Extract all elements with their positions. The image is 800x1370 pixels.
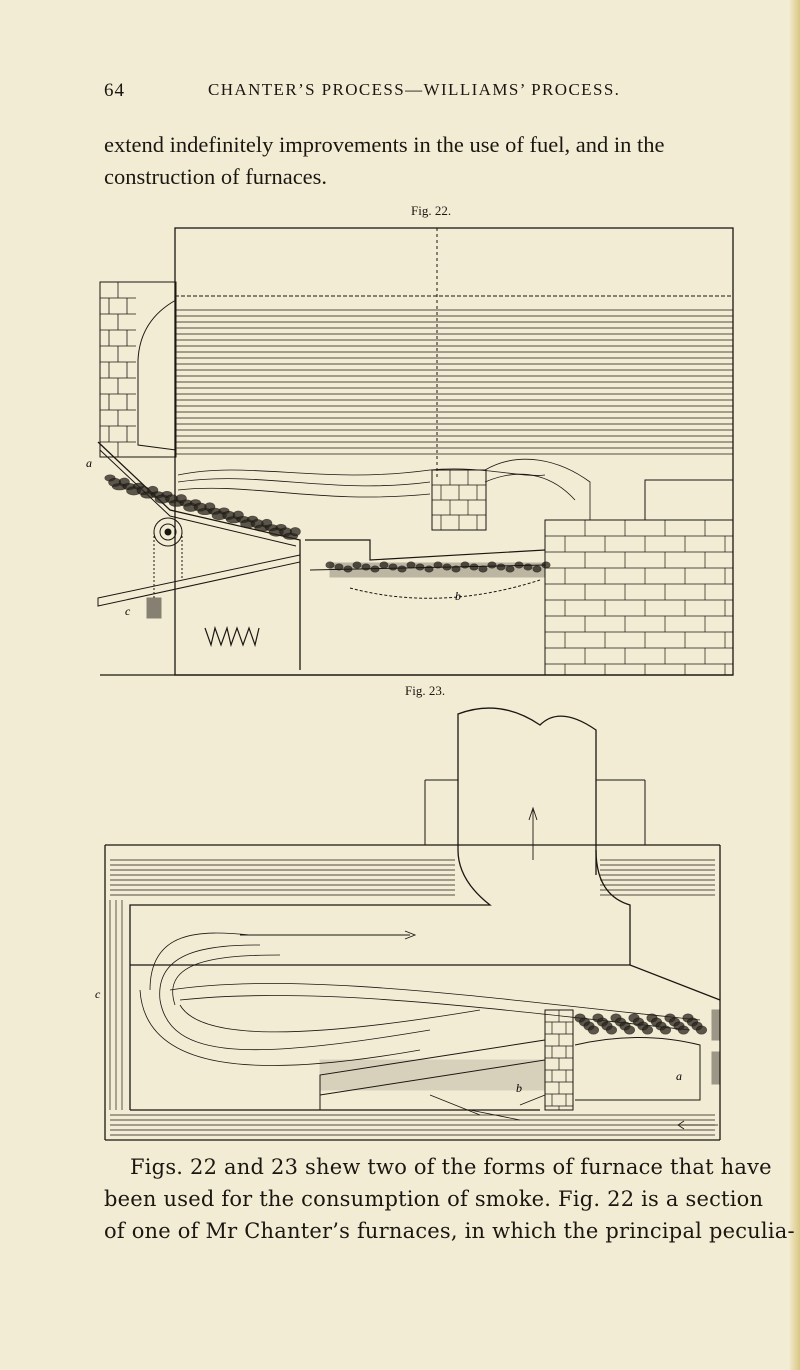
running-header: 64 Chanter’s process—Williams’ process. <box>104 80 724 110</box>
fig23-illustration: c b a <box>95 707 721 1141</box>
fig22-letter-c: c <box>125 604 131 618</box>
caption-line-2: been used for the consumption of smoke. … <box>104 1187 764 1211</box>
caption-line-3: of one of Mr Chanter’s furnaces, in whic… <box>104 1219 795 1243</box>
fig23-label: Fig. 23. <box>405 683 446 698</box>
intro-line-1: extend indefinitely improvements in the … <box>104 132 665 157</box>
fig22-illustration: a b c <box>86 227 734 676</box>
page-number: 64 <box>104 80 125 101</box>
fig23-letter-a: a <box>676 1069 682 1083</box>
fig22-letter-b: b <box>455 589 461 603</box>
caption-line-1: Figs. 22 and 23 shew two of the forms of… <box>130 1155 772 1179</box>
intro-line-2: construction of furnaces. <box>104 164 328 189</box>
running-head: Chanter’s process—Williams’ process. <box>208 80 621 99</box>
fig22-letter-a: a <box>86 456 92 470</box>
page-edge <box>790 0 800 1370</box>
fig23-letter-b: b <box>516 1081 522 1095</box>
fig22-label: Fig. 22. <box>411 203 452 218</box>
fig23-letter-c: c <box>95 987 101 1001</box>
